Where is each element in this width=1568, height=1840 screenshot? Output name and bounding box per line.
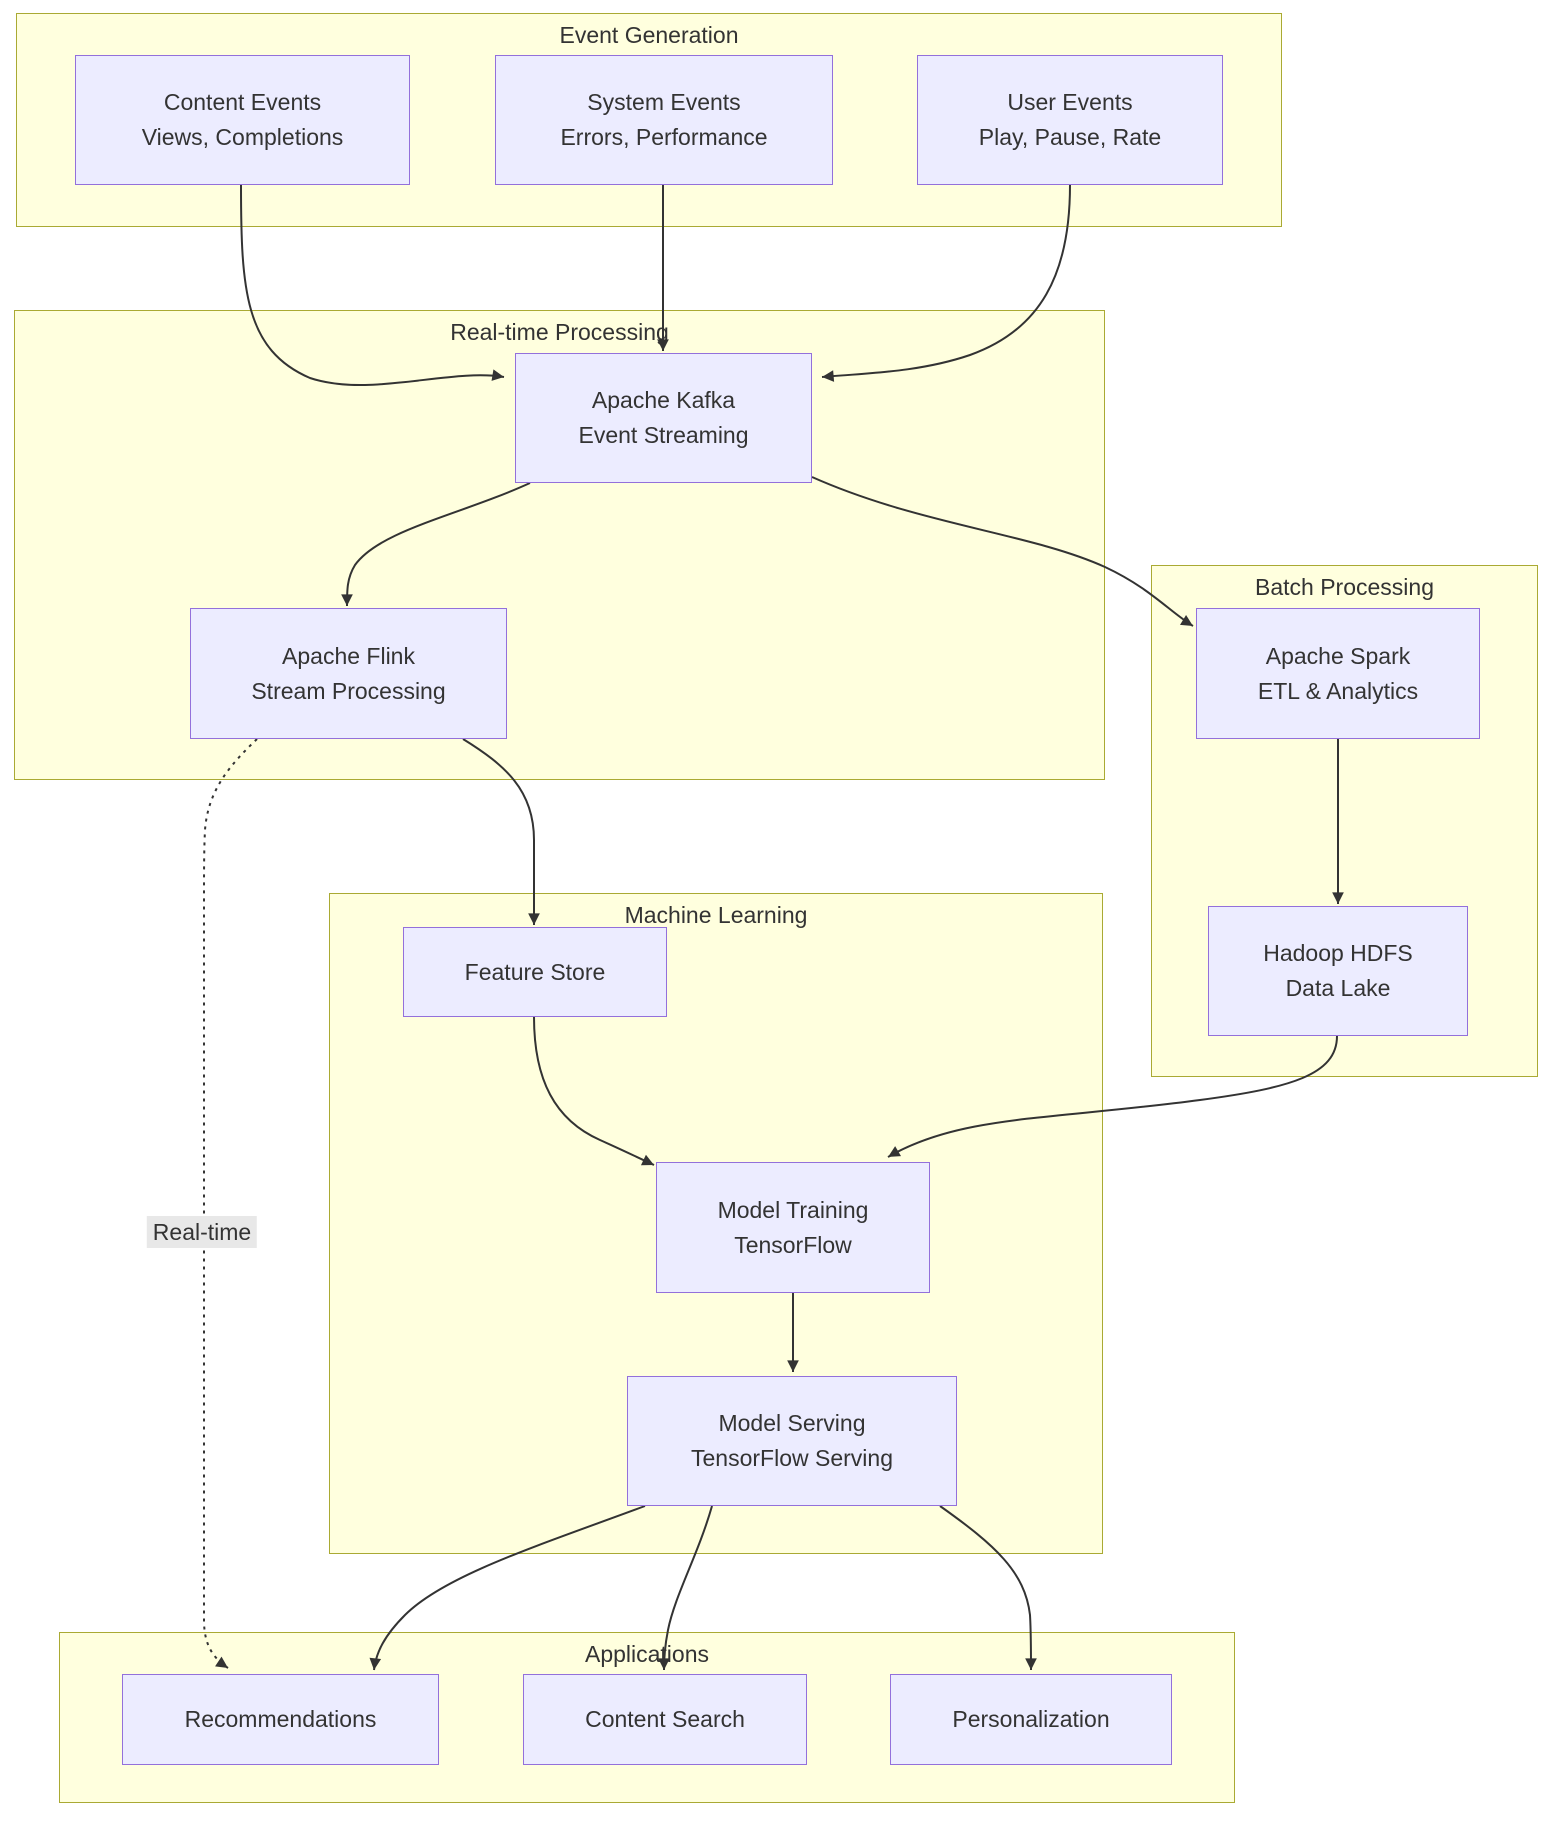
edge-model-serving-to-personalization [939,1505,1037,1671]
node-label-line1: Model Training [717,1196,869,1223]
cluster-title-event-generation: Event Generation [559,22,739,48]
edge-kafka-to-flink [341,482,531,607]
node-label-line1: Feature Store [464,958,606,985]
edge-flink-to-feature-store [462,738,540,925]
edge-user-events-to-kafka [821,184,1071,382]
edge-flink-to-recommendations-dotted [203,738,258,1669]
node-label-line1: Apache Kafka [591,387,736,413]
node-label-line1: User Events [1007,89,1133,115]
node-user-events: User Events Play, Pause, Rate [917,55,1223,185]
edge-feature-store-to-model-training [533,1016,655,1166]
edge-model-serving-to-content-search [658,1505,713,1671]
node-label-line2: Stream Processing [251,677,446,704]
node-hadoop-hdfs: Hadoop HDFS Data Lake [1208,906,1468,1036]
cluster-title-machine-learning: Machine Learning [624,902,808,928]
node-label-line1: Apache Spark [1265,642,1411,669]
node-label-line2: TensorFlow Serving [691,1445,893,1471]
node-apache-spark: Apache Spark ETL & Analytics [1196,608,1480,739]
node-recommendations: Recommendations [122,1674,439,1765]
node-label-line1: Personalization [952,1706,1110,1732]
edge-label-realtime: Real-time [146,1216,258,1248]
node-model-serving: Model Serving TensorFlow Serving [627,1376,957,1506]
node-personalization: Personalization [890,1674,1172,1765]
node-system-events: System Events Errors, Performance [495,55,833,185]
edge-model-serving-to-recommendations [369,1505,646,1671]
node-content-search: Content Search [523,1674,807,1765]
node-label-line2: ETL & Analytics [1257,677,1419,704]
node-label-line2: TensorFlow [734,1231,852,1258]
cluster-title-batch-processing: Batch Processing [1255,574,1434,600]
node-label-line1: Hadoop HDFS [1263,940,1413,966]
node-label-line1: Content Search [585,1706,745,1732]
node-label-line2: Play, Pause, Rate [978,124,1162,150]
cluster-title-applications: Applications [584,1641,710,1667]
node-content-events: Content Events Views, Completions [75,55,410,185]
node-apache-flink: Apache Flink Stream Processing [190,608,507,739]
edge-content-events-to-kafka [240,184,505,387]
node-label-line2: Event Streaming [578,422,749,448]
cluster-title-realtime-processing: Real-time Processing [450,319,669,345]
node-model-training: Model Training TensorFlow [656,1162,930,1293]
node-label-line2: Views, Completions [141,124,344,150]
node-label-line2: Errors, Performance [560,124,768,150]
node-label-line1: Model Serving [718,1410,866,1436]
node-label-line1: Apache Flink [282,642,415,669]
edge-kafka-to-spark [811,476,1194,627]
node-label-line1: System Events [587,89,741,115]
node-feature-store: Feature Store [403,927,667,1017]
edge-hdfs-to-model-training [887,1035,1338,1158]
node-label-line2: Data Lake [1285,975,1391,1001]
node-label-line1: Recommendations [184,1706,377,1732]
node-apache-kafka: Apache Kafka Event Streaming [515,353,812,483]
node-label-line1: Content Events [163,89,322,115]
